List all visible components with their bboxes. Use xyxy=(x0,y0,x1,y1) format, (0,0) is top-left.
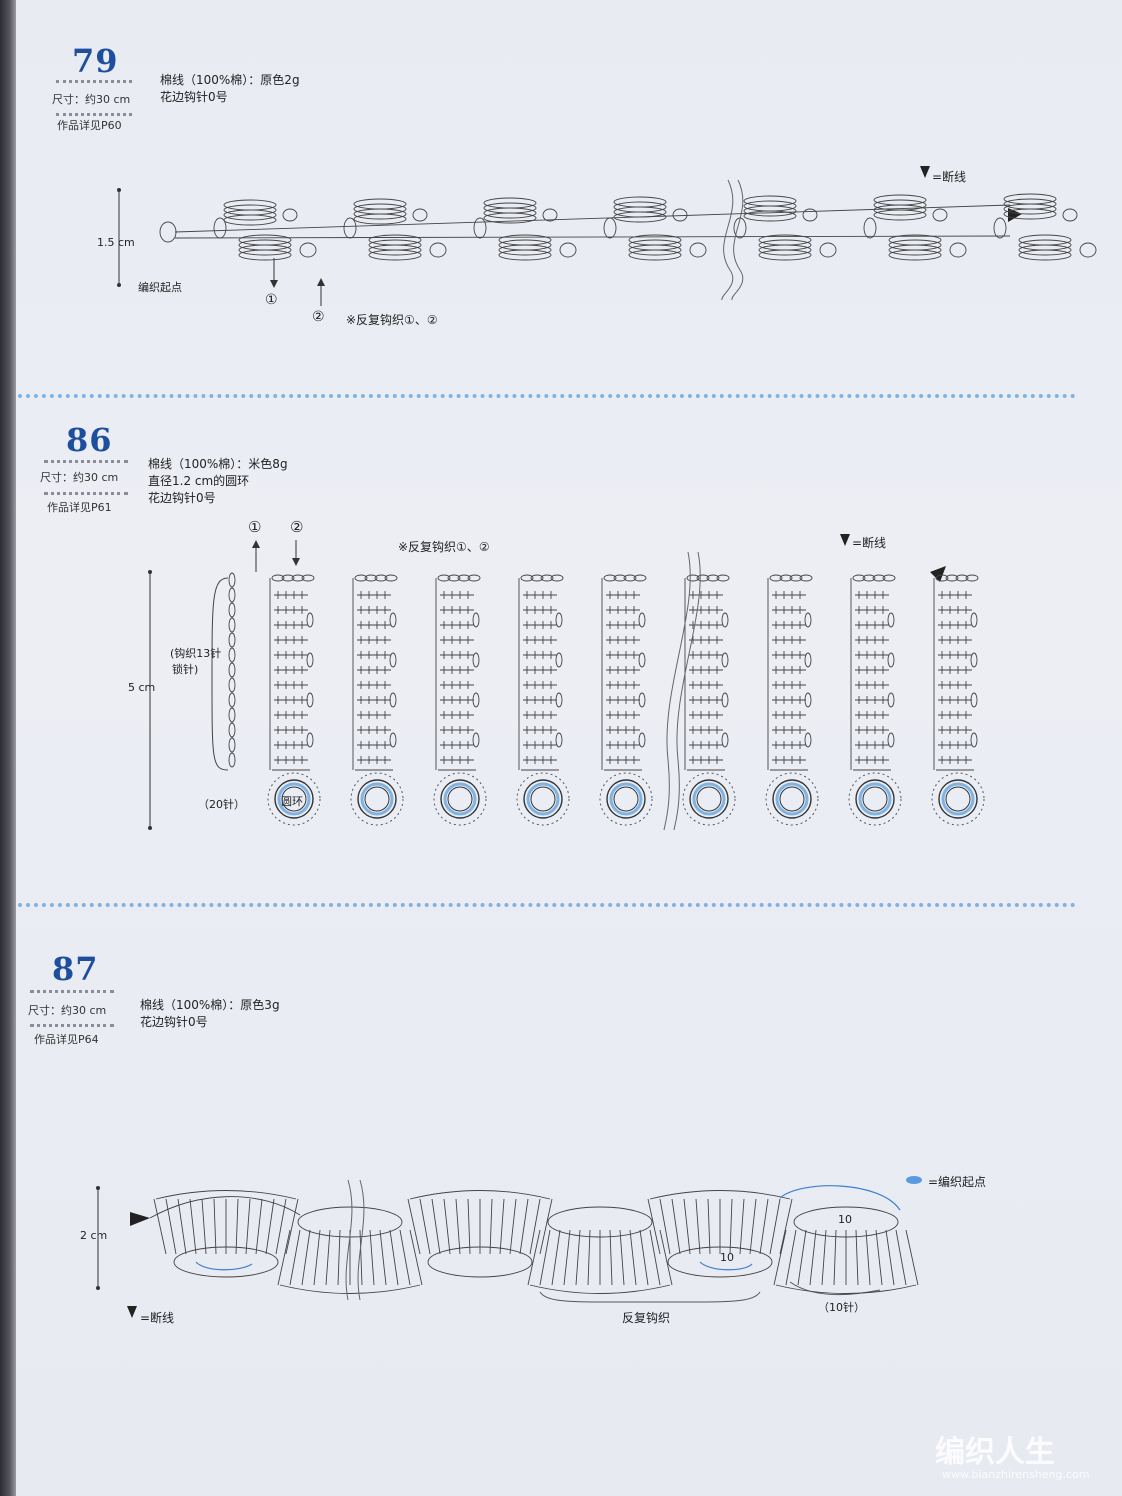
repeat-note: ※反复钩织①、② xyxy=(398,540,490,554)
section-separator xyxy=(18,394,1076,398)
ref-text: 作品详见P60 xyxy=(57,119,122,132)
height-label: 2 cm xyxy=(80,1229,108,1242)
material-yarn: 棉线（100%棉）：米色8g xyxy=(148,457,288,471)
ref-text: 作品详见P61 xyxy=(47,501,112,514)
ten-label-a: 10 xyxy=(838,1213,852,1226)
ring-label: 圆环 xyxy=(281,795,303,808)
repeat-note: ※反复钩织①、② xyxy=(346,313,438,327)
height-label: 1.5 cm xyxy=(97,236,135,249)
materials: 棉线（100%棉）：米色8g 直径1.2 cm的圆环 花边钩针0号 xyxy=(148,456,288,507)
ring-stitch-count: （20针） xyxy=(198,798,245,811)
step-1-marker: ① xyxy=(265,292,278,308)
chain-note-2: 锁针) xyxy=(172,663,199,676)
size-text: 尺寸：约30 cm xyxy=(28,1004,107,1017)
size-text: 尺寸：约30 cm xyxy=(40,471,119,484)
height-label: 5 cm xyxy=(128,681,156,694)
number-underline xyxy=(30,990,114,993)
diagram-87 xyxy=(96,1176,922,1318)
end-legend: =断线 xyxy=(932,170,967,184)
repeat-label: 反复钩织 xyxy=(622,1311,671,1325)
ten-label-b: 10 xyxy=(720,1251,734,1264)
materials: 棉线（100%棉）：原色2g 花边钩针0号 xyxy=(160,72,300,106)
meta-underline xyxy=(56,113,132,116)
number-underline xyxy=(44,460,128,463)
step-2-marker: ② xyxy=(312,309,325,325)
watermark-url: www.bianzhirensheng.com xyxy=(942,1468,1090,1481)
size-text: 尺寸：约30 cm xyxy=(52,93,131,106)
pattern-meta: 尺寸：约30 cm xyxy=(52,92,130,108)
start-label: 编织起点 xyxy=(138,281,182,294)
materials: 棉线（100%棉）：原色3g 花边钩针0号 xyxy=(140,997,280,1031)
step-1-marker: ① xyxy=(248,518,262,536)
material-hook: 花边钩针0号 xyxy=(140,1015,208,1029)
material-yarn: 棉线（100%棉）：原色3g xyxy=(140,998,280,1012)
chain-note-1: (钩织13针 xyxy=(170,647,222,660)
pattern-number: 86 xyxy=(66,421,113,459)
ten-stitch-count: （10针） xyxy=(818,1301,865,1314)
material-ring: 直径1.2 cm的圆环 xyxy=(148,474,250,488)
book-binding xyxy=(0,0,16,1496)
diagram-86 xyxy=(148,534,985,831)
number-underline xyxy=(56,80,132,83)
watermark-brand: 编织人生 xyxy=(935,1435,1055,1470)
ref-text: 作品详见P64 xyxy=(34,1033,99,1046)
pattern-number: 79 xyxy=(72,42,119,80)
meta-underline xyxy=(44,492,128,495)
material-hook: 花边钩针0号 xyxy=(148,491,216,505)
start-legend: =编织起点 xyxy=(928,1175,987,1189)
pattern-number: 87 xyxy=(52,950,99,988)
end-legend: =断线 xyxy=(140,1311,175,1325)
meta-underline xyxy=(30,1024,114,1027)
section-separator xyxy=(18,903,1076,907)
step-2-marker: ② xyxy=(290,518,304,536)
end-legend: =断线 xyxy=(852,536,887,550)
material-yarn: 棉线（100%棉）：原色2g xyxy=(160,73,300,87)
diagram-79 xyxy=(117,166,1097,306)
material-hook: 花边钩针0号 xyxy=(160,90,228,104)
